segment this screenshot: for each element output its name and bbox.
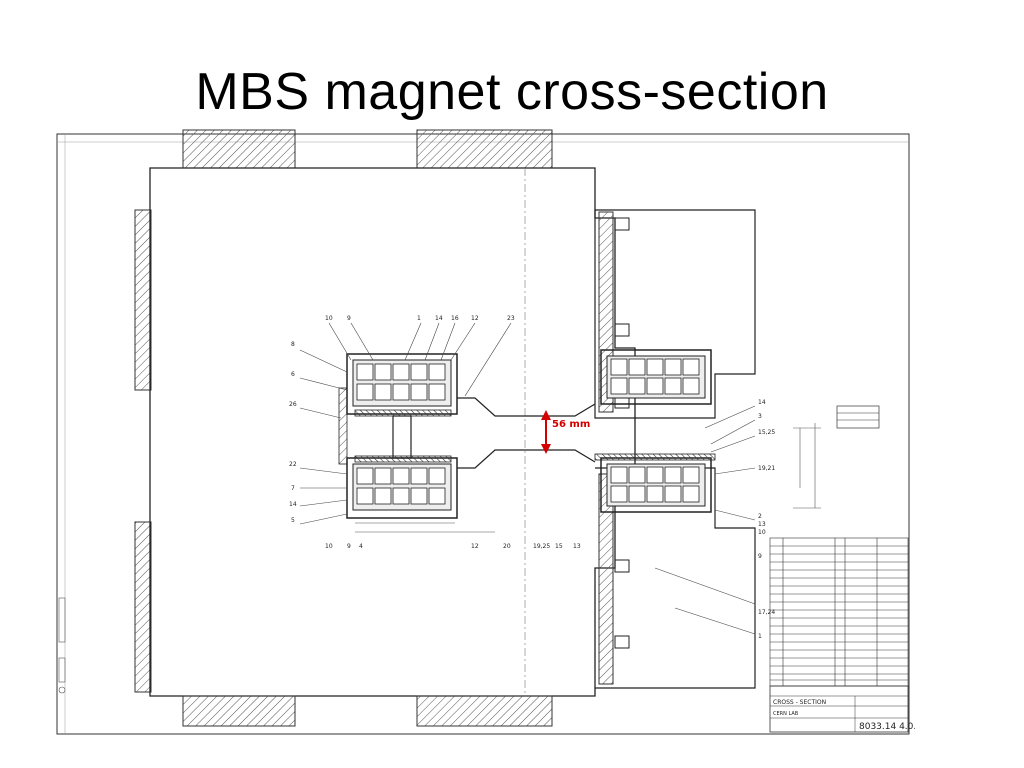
callout-left-26: 26 — [289, 401, 297, 408]
drawing-frame — [56, 133, 910, 735]
magnet-cross-section-drawing: 10 9 1 14 16 12 23 8 6 26 22 7 14 5 10 9… — [56, 129, 915, 735]
callout-left-5: 5 — [291, 517, 295, 524]
coil-support-post — [392, 415, 412, 459]
callout-left-7: 7 — [291, 485, 295, 492]
bottom-cap-right — [416, 695, 553, 727]
callout-top-9: 9 — [347, 315, 351, 322]
callout-bottom-4: 4 — [359, 543, 363, 550]
callout-left-22: 22 — [289, 461, 297, 468]
title-block-org: CERN LAB — [773, 711, 799, 717]
callout-bottom-15: 15 — [555, 543, 563, 550]
left-lower-coil — [346, 455, 458, 519]
callout-top-16: 16 — [451, 315, 459, 322]
left-plate-lower — [134, 521, 152, 693]
callout-left-6: 6 — [291, 371, 295, 378]
pole-tip-upper — [457, 397, 596, 417]
callout-right-17-24: 17,24 — [758, 609, 775, 616]
callout-left-8: 8 — [291, 341, 295, 348]
top-cap-right — [416, 129, 553, 169]
right-upper-coil — [600, 349, 712, 405]
callout-right-2: 2 — [758, 513, 762, 520]
callout-bottom-19-25: 19,25 — [533, 543, 550, 550]
callout-right-1: 1 — [758, 633, 762, 640]
title-block-part-name: CROSS - SECTION — [773, 699, 826, 706]
callout-left-14: 14 — [289, 501, 297, 508]
left-upper-coil — [346, 353, 458, 417]
callout-right-9: 9 — [758, 553, 762, 560]
bottom-cap-left — [182, 695, 296, 727]
callout-right-15-25: 15,25 — [758, 429, 775, 436]
slide-title: MBS magnet cross-section — [195, 63, 829, 121]
left-margin-stamps — [58, 597, 66, 694]
leader-lines — [299, 322, 756, 635]
callout-right-13: 13 — [758, 521, 766, 528]
parts-list-table — [769, 537, 909, 687]
gap-arrow-head-top — [541, 410, 551, 420]
callout-top-1: 1 — [417, 315, 421, 322]
title-block-drawing-number: 8033.14 4.0. — [859, 722, 915, 732]
callout-bottom-9: 9 — [347, 543, 351, 550]
callout-top-14: 14 — [435, 315, 443, 322]
callout-bottom-13: 13 — [573, 543, 581, 550]
gap-label: 56 mm — [552, 419, 590, 430]
callout-right-10: 10 — [758, 529, 766, 536]
callout-top-12: 12 — [471, 315, 479, 322]
right-bolt-column-lower — [598, 473, 614, 685]
title-block: CROSS - SECTION CERN LAB 8033.14 4.0. — [769, 685, 915, 733]
top-cap-left — [182, 129, 296, 169]
pole-tip-lower — [457, 449, 596, 469]
left-plate-upper — [134, 209, 152, 391]
gap-annotation: 56 mm — [541, 410, 590, 454]
callout-top-23: 23 — [507, 315, 515, 322]
callout-bottom-20: 20 — [503, 543, 511, 550]
callout-right-14: 14 — [758, 399, 766, 406]
callout-right-3: 3 — [758, 413, 762, 420]
callout-top-10: 10 — [325, 315, 333, 322]
stamp-box — [836, 405, 880, 429]
right-lower-coil — [594, 453, 716, 513]
gap-arrow-head-bottom — [541, 444, 551, 454]
right-bolts — [614, 217, 630, 649]
dimension-lines — [355, 423, 821, 533]
right-return-yoke — [594, 209, 756, 419]
callout-right-19-21: 19,21 — [758, 465, 775, 472]
callout-bottom-12: 12 — [471, 543, 479, 550]
callout-bottom-10: 10 — [325, 543, 333, 550]
